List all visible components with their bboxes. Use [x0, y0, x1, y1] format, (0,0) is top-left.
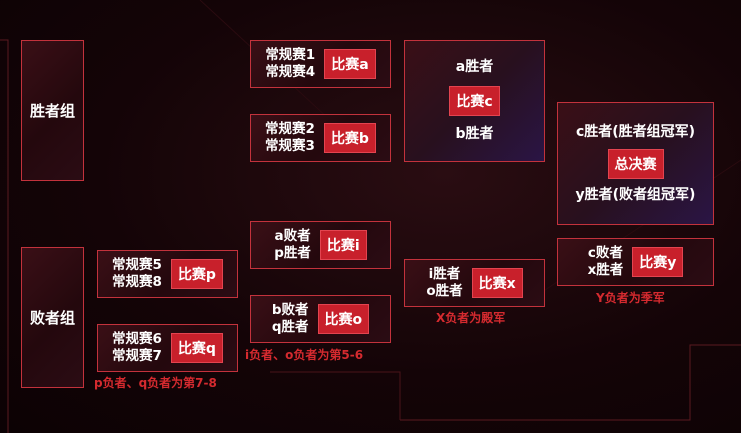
- match-x-team2: o胜者: [426, 283, 463, 299]
- match-a-team1: 常规赛1: [265, 47, 316, 63]
- match-p-tag: 比赛p: [170, 259, 223, 289]
- match-i-card[interactable]: a败者 p胜者 比赛i: [250, 221, 391, 269]
- match-o-card[interactable]: b败者 q胜者 比赛o: [250, 295, 391, 343]
- match-c-tag: 比赛c: [449, 86, 500, 116]
- match-o-team2: q胜者: [271, 319, 309, 335]
- note-y: Y负者为季军: [596, 291, 665, 305]
- match-c-top: a胜者: [455, 59, 494, 75]
- note-io: i负者、o负者为第5-6: [245, 348, 364, 362]
- match-a-team2: 常规赛4: [265, 64, 316, 80]
- final-tag: 总决赛: [607, 148, 664, 179]
- match-q-team1: 常规赛6: [112, 331, 162, 347]
- match-x-card[interactable]: i胜者 o胜者 比赛x: [404, 259, 545, 307]
- final-bottom: y胜者(败者组冠军): [575, 186, 696, 203]
- final-card[interactable]: c胜者(胜者组冠军) 总决赛 y胜者(败者组冠军): [557, 102, 714, 225]
- match-y-team1: c败者: [587, 245, 623, 261]
- match-i-tag: 比赛i: [319, 230, 367, 260]
- losers-group-label: 败者组: [29, 309, 75, 327]
- note-x: X负者为殿军: [436, 311, 506, 325]
- match-o-tag: 比赛o: [317, 304, 370, 334]
- match-x-tag: 比赛x: [471, 268, 523, 298]
- winners-group-label: 胜者组: [29, 102, 75, 120]
- match-c-card[interactable]: a胜者 比赛c b胜者: [404, 40, 545, 162]
- match-y-team2: x胜者: [587, 262, 624, 278]
- match-o-team1: b败者: [271, 302, 309, 318]
- match-q-tag: 比赛q: [170, 333, 223, 363]
- match-y-card[interactable]: c败者 x胜者 比赛y: [557, 238, 714, 286]
- match-p-team2: 常规赛8: [112, 274, 162, 290]
- match-q-card[interactable]: 常规赛6 常规赛7 比赛q: [97, 324, 238, 372]
- winners-group-box: 胜者组: [21, 40, 84, 181]
- match-x-team1: i胜者: [428, 266, 461, 282]
- note-pq: p负者、q负者为第7-8: [94, 376, 217, 390]
- match-p-card[interactable]: 常规赛5 常规赛8 比赛p: [97, 250, 238, 298]
- match-a-card[interactable]: 常规赛1 常规赛4 比赛a: [250, 40, 391, 88]
- final-top: c胜者(胜者组冠军): [575, 123, 696, 140]
- match-q-team2: 常规赛7: [112, 348, 162, 364]
- match-b-card[interactable]: 常规赛2 常规赛3 比赛b: [250, 114, 391, 162]
- match-b-team2: 常规赛3: [265, 138, 315, 154]
- match-i-team2: p胜者: [274, 245, 311, 261]
- match-b-team1: 常规赛2: [265, 121, 315, 137]
- match-c-bottom: b胜者: [455, 126, 494, 142]
- match-y-tag: 比赛y: [632, 247, 684, 277]
- match-p-team1: 常规赛5: [112, 257, 162, 273]
- match-b-tag: 比赛b: [323, 123, 376, 153]
- losers-group-box: 败者组: [21, 247, 84, 388]
- match-a-tag: 比赛a: [324, 49, 376, 79]
- match-i-team1: a败者: [274, 228, 311, 244]
